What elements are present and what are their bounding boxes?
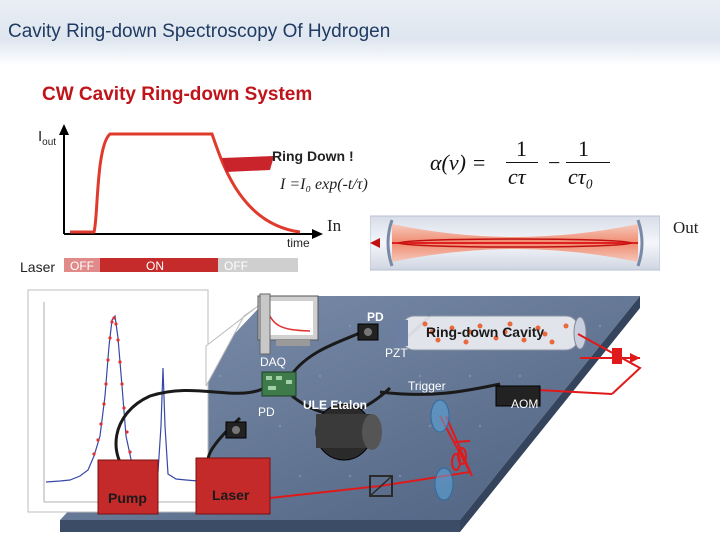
laser-off-segment-1	[64, 258, 100, 272]
decay-formula: I =I₀ exp(-t/τ)	[280, 176, 368, 193]
ringdown-plot	[59, 124, 323, 239]
x-axis-label: time	[287, 236, 310, 250]
section-title: CW Cavity Ring-down System	[42, 84, 313, 105]
pzt-label: PZT	[385, 346, 408, 360]
computer-tower	[259, 293, 271, 355]
laser-seg-label-2: ON	[146, 259, 164, 273]
cavity-in-label: In	[327, 216, 342, 235]
lens-2	[434, 467, 454, 501]
inset-callout	[205, 305, 259, 387]
laser-off-segment-2	[218, 258, 298, 272]
aom-device	[495, 385, 541, 407]
spectrum-trace	[45, 314, 199, 483]
table-front-edge	[60, 520, 460, 532]
term2-denominator: cτ₀	[568, 164, 594, 189]
table-side-edge	[460, 296, 640, 532]
computer-keyboard	[276, 340, 310, 346]
x-axis-arrow	[312, 229, 323, 239]
pd-top-label: PD	[367, 310, 384, 324]
y-axis-label: Iout	[38, 128, 57, 148]
cavity-out-label: Out	[673, 218, 699, 237]
setup-board	[27, 289, 642, 532]
input-mirror	[386, 219, 394, 267]
plot-axes	[59, 124, 323, 239]
title-band	[0, 0, 720, 66]
absorption-equation: α(ν) = 1 cτ − 1 cτ₀	[430, 134, 630, 194]
laser-seg-label-1: OFF	[70, 259, 94, 273]
annotation-arrow	[222, 156, 274, 172]
laser-label: Laser	[212, 487, 250, 503]
ringdown-annotation: Ring Down !	[272, 148, 354, 164]
term2-numerator: 1	[578, 136, 589, 161]
trigger-label: Trigger	[408, 379, 446, 393]
hydrogen-molecules	[422, 321, 569, 345]
pump-label: Pump	[108, 490, 147, 506]
etalon-label: ULE Etalon	[303, 398, 368, 412]
equation-lhs: α(ν) =	[430, 150, 487, 175]
ringdown-curve	[70, 132, 301, 234]
beam-splitter	[369, 475, 393, 497]
equation-minus: −	[548, 150, 561, 175]
aom-label: AOM	[511, 397, 539, 411]
y-axis-arrow	[59, 124, 69, 135]
term1-numerator: 1	[516, 136, 527, 161]
lens-1	[430, 399, 450, 433]
slide-title: Cavity Ring-down Spectroscopy Of Hydroge…	[8, 21, 391, 42]
output-mirror	[636, 219, 644, 267]
spectrum-points	[92, 316, 136, 468]
pd-bottom-label: PD	[258, 405, 275, 419]
laser-box	[195, 457, 271, 515]
output-mirror-red	[612, 348, 622, 364]
cavity-tube	[370, 215, 660, 271]
input-arrow	[370, 238, 380, 248]
cavity-label: Ring-down Cavity	[426, 324, 545, 340]
pzt-actuator	[394, 320, 408, 346]
term1-denominator: cτ	[508, 164, 526, 189]
daq-label: DAQ	[260, 355, 287, 369]
laser-seg-label-3: OFF	[224, 259, 248, 273]
laser-on-segment	[100, 258, 218, 272]
laser-bar-label: Laser	[20, 259, 56, 275]
pump-box	[97, 459, 159, 515]
